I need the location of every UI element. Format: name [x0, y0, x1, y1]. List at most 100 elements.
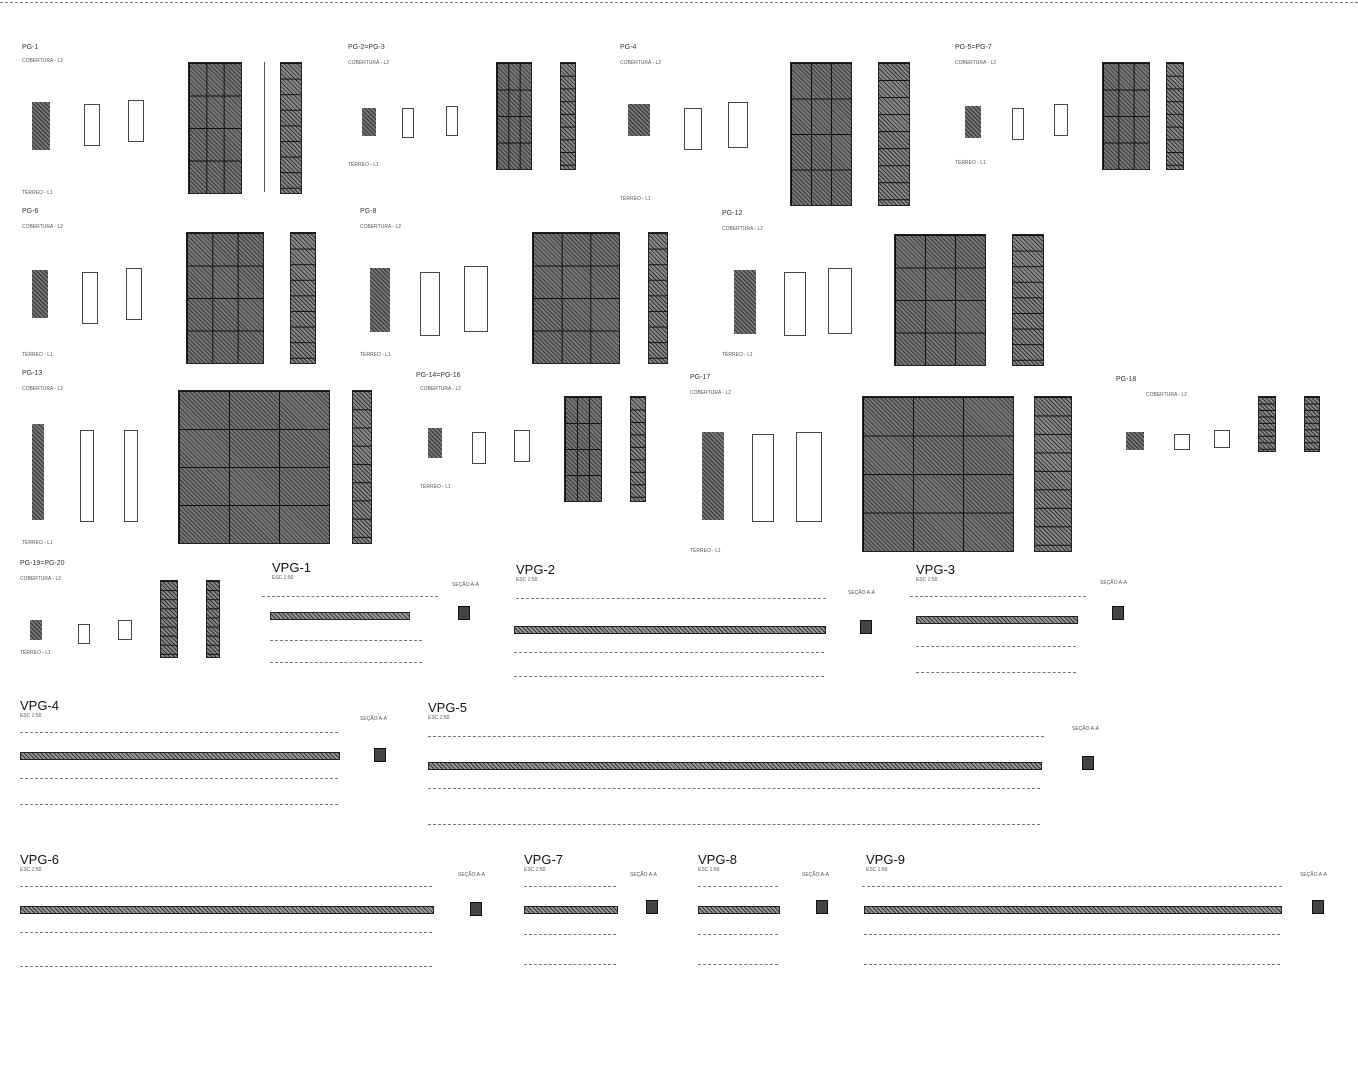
beam-title: VPG-2 [516, 562, 556, 577]
pillar-section [32, 270, 48, 318]
pillar-title: PG-4 [620, 44, 637, 51]
section-label: SEÇÃO A-A [1100, 580, 1127, 586]
stirrup-detail [420, 272, 440, 336]
pillar-level-top: COBERTURA - L2 [955, 60, 997, 66]
pillar-elevation [496, 62, 532, 170]
stirrup-detail [1012, 108, 1024, 140]
pillar-level-top: COBERTURA - L2 [690, 390, 732, 396]
pillar-title: PG-13 [22, 370, 43, 377]
beam-scale: ESC 1:50 [698, 867, 720, 873]
stirrup-detail [124, 430, 138, 522]
stirrup-detail [1054, 104, 1068, 136]
dimension-line [864, 934, 1280, 935]
beam-title: VPG-4 [20, 698, 60, 713]
pillar-title: PG-6 [22, 208, 39, 215]
dimension-line [698, 964, 778, 965]
section-label: SEÇÃO A-A [360, 716, 387, 722]
beam-scale: ESC 1:50 [20, 713, 42, 719]
pillar-elevation [186, 232, 264, 364]
beam-scale: ESC 1:50 [428, 715, 450, 721]
dimension-line [270, 640, 422, 641]
pillar-title: PG-1 [22, 44, 39, 51]
pillar-section [30, 620, 42, 640]
beam-elevation [20, 752, 340, 760]
beam-scale: ESC 1:50 [524, 867, 546, 873]
stirrup-detail [84, 104, 100, 146]
beam-scale: ESC 1:50 [916, 577, 938, 583]
stirrup-detail [126, 268, 142, 320]
pillar-side-view [648, 232, 668, 364]
dimension-line [20, 886, 432, 887]
pillar-level-bottom: TÉRREO - L1 [690, 548, 721, 554]
pillar-side-view [280, 62, 302, 194]
stirrup-detail [752, 434, 774, 522]
dimension-line [20, 966, 432, 967]
section-label: SEÇÃO A-A [802, 872, 829, 878]
pillar-side-view [560, 62, 576, 170]
stirrup-detail [796, 432, 822, 522]
pillar-title: PG-18 [1116, 376, 1137, 383]
stirrup-detail [828, 268, 852, 334]
pillar-side-view [352, 390, 372, 544]
pillar-elevation [532, 232, 620, 364]
beam-title: VPG-8 [698, 852, 738, 867]
pillar-elevation [1258, 396, 1276, 452]
pillar-elevation [862, 396, 1014, 552]
pillar-level-bottom: TÉRREO - L1 [22, 190, 53, 196]
beam-elevation [428, 762, 1042, 770]
dimension-line [428, 736, 1044, 737]
pillar-elevation [178, 390, 330, 544]
sheet-top-border [0, 2, 1358, 3]
dimension-line [524, 886, 616, 887]
beam-title: VPG-6 [20, 852, 60, 867]
pillar-title: PG-5=PG-7 [955, 44, 992, 51]
beam-title: VPG-5 [428, 700, 468, 715]
pillar-elevation [790, 62, 852, 206]
dimension-line [524, 934, 616, 935]
pillar-elevation [894, 234, 986, 366]
dimension-line [910, 596, 1086, 597]
beam-elevation [514, 626, 826, 634]
pillar-level-bottom: TÉRREO - L1 [620, 196, 651, 202]
pillar-level-bottom: TÉRREO - L1 [420, 484, 451, 490]
beam-elevation [270, 612, 410, 620]
stirrup-detail [684, 108, 702, 150]
dimension-line [428, 788, 1040, 789]
stirrup-detail [472, 432, 486, 464]
beam-section [1112, 606, 1124, 620]
beam-section [1082, 756, 1094, 770]
pillar-elevation [160, 580, 178, 658]
stirrup-detail [1174, 434, 1190, 450]
pillar-level-bottom: TÉRREO - L1 [22, 352, 53, 358]
stirrup-detail [80, 430, 94, 522]
beam-section [458, 606, 470, 620]
beam-title: VPG-1 [272, 560, 312, 575]
beam-scale: ESC 1:50 [272, 575, 294, 581]
beam-title: VPG-3 [916, 562, 956, 577]
pillar-level-bottom: TÉRREO - L1 [360, 352, 391, 358]
dimension-line [698, 934, 778, 935]
stirrup-detail [784, 272, 806, 336]
dimension-line [20, 778, 338, 779]
pillar-title: PG-8 [360, 208, 377, 215]
pillar-section [965, 106, 981, 138]
pillar-side-view [290, 232, 316, 364]
pillar-section [1126, 432, 1144, 450]
pillar-title: PG-2=PG-3 [348, 44, 385, 51]
dimension-line [264, 62, 265, 192]
pillar-elevation [564, 396, 602, 502]
beam-scale: ESC 1:50 [20, 867, 42, 873]
dimension-line [428, 824, 1040, 825]
beam-scale: ESC 1:50 [516, 577, 538, 583]
pillar-level-bottom: TÉRREO - L1 [955, 160, 986, 166]
pillar-level-top: COBERTURA - L2 [360, 224, 402, 230]
beam-elevation [698, 906, 780, 914]
pillar-level-top: COBERTURA - L2 [22, 386, 64, 392]
section-label: SEÇÃO A-A [452, 582, 479, 588]
pillar-section [428, 428, 442, 458]
pillar-level-top: COBERTURA - L2 [22, 224, 64, 230]
pillar-side-view [878, 62, 910, 206]
dimension-line [514, 676, 824, 677]
pillar-title: PG-19=PG-20 [20, 560, 65, 567]
pillar-side-view [1012, 234, 1044, 366]
